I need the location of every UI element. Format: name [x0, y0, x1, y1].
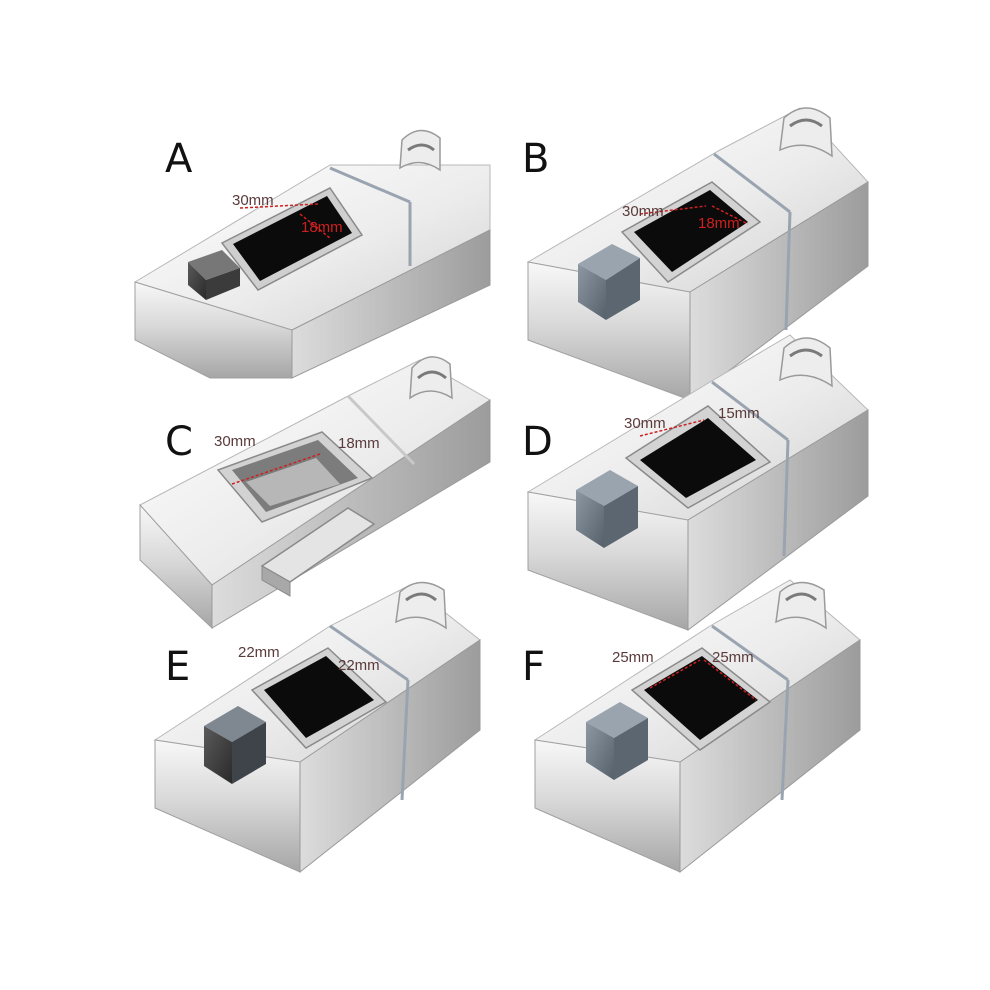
- height-dimension-label: 25mm: [712, 649, 754, 666]
- hook-icon: [399, 129, 441, 172]
- socket: [644, 656, 758, 740]
- release-button: [576, 470, 638, 548]
- hook-icon: [409, 356, 453, 400]
- clamp-joint-line: [400, 679, 410, 801]
- socket: [264, 656, 374, 738]
- hook-icon: [775, 581, 827, 630]
- variant-letter: D: [522, 419, 553, 465]
- variant-d: D 30mm 15mm: [522, 334, 869, 631]
- hook-icon: [779, 337, 833, 388]
- dimension-line: [639, 205, 707, 215]
- clamp-joint-line: [329, 624, 409, 682]
- height-dimension-label: 18mm: [338, 435, 380, 452]
- dimension-line: [649, 659, 701, 689]
- socket: [640, 418, 756, 498]
- width-dimension-label: 22mm: [238, 644, 280, 661]
- variant-letter: E: [165, 644, 190, 690]
- release-button: [188, 250, 240, 300]
- release-button: [586, 702, 648, 780]
- dimension-line: [711, 205, 749, 225]
- clamp-joint-line: [346, 394, 416, 466]
- clamp-joint-line: [329, 166, 411, 204]
- width-dimension-label: 30mm: [232, 192, 274, 209]
- clamp-body-side: [687, 409, 869, 631]
- clamp-body-side: [689, 181, 869, 402]
- release-button: [204, 706, 266, 784]
- clamp-body-side: [291, 229, 491, 379]
- dimension-line: [703, 659, 757, 701]
- clamp-body-side: [679, 639, 861, 874]
- clamp-joint-line: [780, 679, 790, 801]
- variant-letter: A: [165, 136, 193, 182]
- clamp-joint-line: [711, 380, 789, 442]
- dimension-line: [239, 203, 319, 209]
- height-dimension-label: 15mm: [718, 405, 760, 422]
- dimension-line: [231, 453, 321, 485]
- variant-letter: F: [522, 644, 545, 690]
- socket-interior: [246, 458, 340, 506]
- dimension-line: [299, 213, 331, 239]
- clamp-joint-line: [784, 211, 792, 331]
- variant-a: A 30mm 18mm: [133, 129, 491, 379]
- height-dimension-label: 18mm: [301, 219, 343, 236]
- width-dimension-label: 30mm: [624, 415, 666, 432]
- width-dimension-label: 30mm: [622, 203, 664, 220]
- hook-icon: [779, 107, 833, 158]
- release-button: [578, 244, 640, 320]
- socket: [634, 190, 748, 272]
- socket: [233, 196, 352, 281]
- variant-letter: B: [522, 136, 549, 182]
- variant-f: F 25mm 25mm: [522, 579, 861, 874]
- variant-e: E 22mm 22mm: [153, 581, 481, 874]
- dimension-line: [639, 419, 705, 437]
- width-dimension-label: 30mm: [214, 433, 256, 450]
- height-dimension-label: 18mm: [698, 215, 740, 232]
- clamp-body-side: [299, 639, 481, 874]
- clamp-joint-line: [713, 152, 791, 214]
- hook-icon: [395, 581, 447, 630]
- variant-c: C 30mm 18mm: [139, 356, 491, 630]
- release-lever: [260, 507, 376, 597]
- width-dimension-label: 25mm: [612, 649, 654, 666]
- clamp-joint-line: [711, 624, 789, 682]
- clamp-joint-line: [782, 439, 790, 557]
- clamp-body-front: [134, 281, 293, 379]
- height-dimension-label: 22mm: [338, 657, 380, 674]
- variant-letter: C: [165, 419, 193, 465]
